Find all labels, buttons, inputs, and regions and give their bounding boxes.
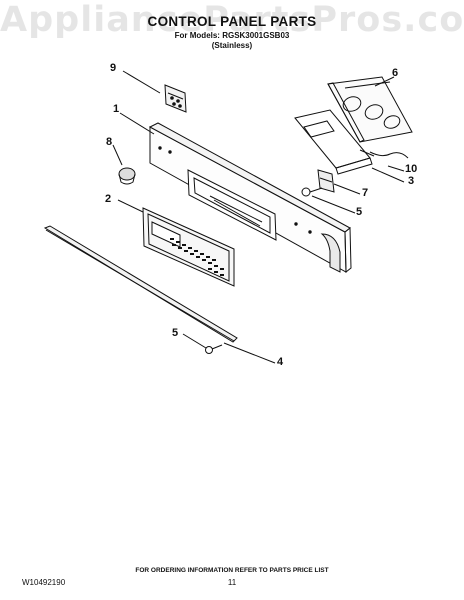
model-line: For Models: RGSK3001GSB03 [174,31,290,40]
callout-9: 9 [110,62,117,74]
ordering-note: FOR ORDERING INFORMATION REFER TO PARTS … [135,567,329,574]
callout-7: 7 [362,187,369,199]
part-7-switch-bracket [317,169,335,193]
model-subtitle: For Models: RGSK3001GSB03 (Stainless) [0,31,464,51]
part-9-bracket [164,84,187,113]
page-number: 11 [227,578,237,587]
part-2-membrane-switch [142,207,235,287]
part-8-knob [118,167,136,185]
callout-5-lower: 5 [172,327,179,339]
callout-10: 10 [405,163,418,175]
callout-5-upper: 5 [356,206,363,218]
callout-4: 4 [277,356,284,368]
leader-lines [112,70,405,364]
callout-8: 8 [106,136,113,148]
part-10-wire-harness [369,151,409,159]
callout-1: 1 [113,103,120,115]
callout-6: 6 [392,67,399,79]
finish-line: (Stainless) [211,41,253,50]
part-6-board-bracket [327,76,413,143]
callout-2: 2 [105,193,112,205]
part-5-screw-upper [301,187,323,197]
document-number: W10492190 [22,578,66,587]
part-5-screw-lower [205,344,223,354]
callout-3: 3 [408,175,415,187]
part-4-trim-strip [43,225,238,343]
page-title: CONTROL PANEL PARTS [147,14,317,29]
part-1-console-panel [148,122,352,274]
part-3-control-module [294,109,375,175]
